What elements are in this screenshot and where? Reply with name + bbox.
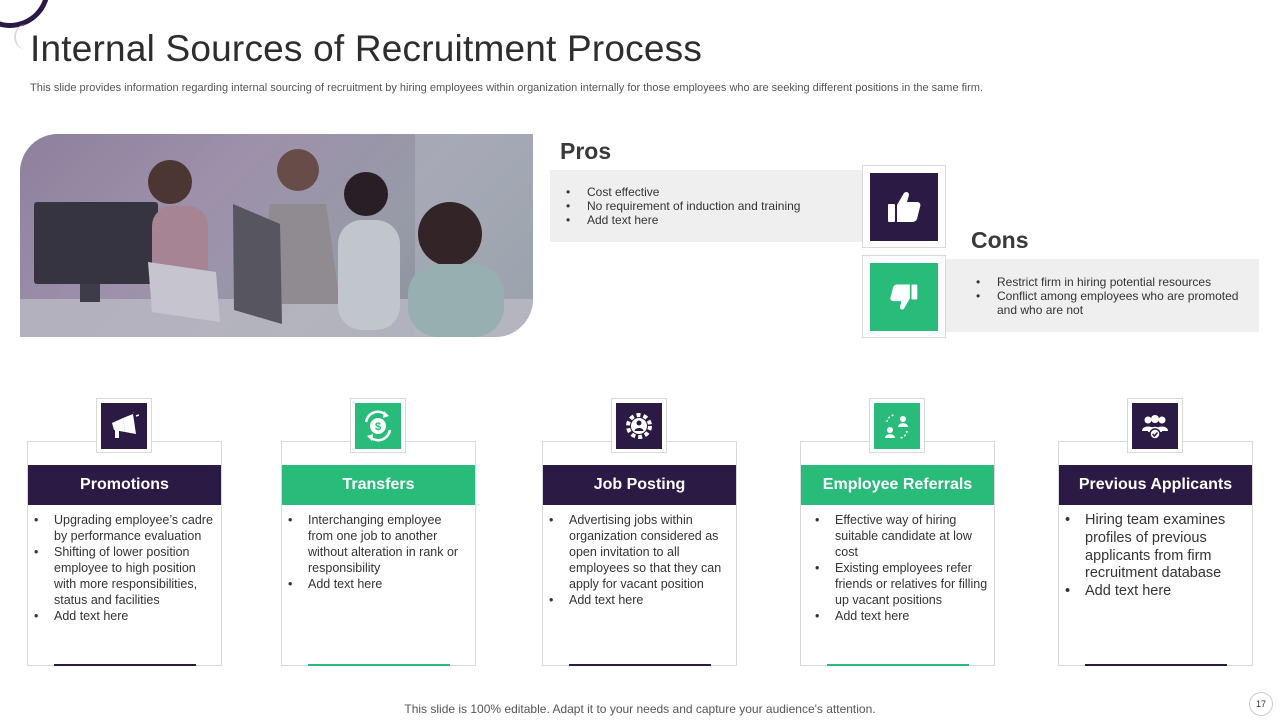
pros-item: Add text here [566,213,862,227]
referrals-icon-frame [869,398,925,453]
promotions-icon-frame [96,398,152,453]
slide-subtitle: This slide provides information regardin… [30,82,983,94]
page-number: 17 [1249,692,1273,716]
slide-footer: This slide is 100% editable. Adapt it to… [404,702,876,716]
gear-person-icon [616,403,662,449]
card-promotions: Promotions Upgrading employee’s cadre by… [27,441,222,666]
thumbs-down-icon [870,263,938,331]
card-title: Transfers [282,465,475,505]
card-underline [54,664,196,666]
referral-icon [874,403,920,449]
team-photo [20,134,533,337]
card-item: Interchanging employee from one job to a… [288,512,469,576]
card-body: Interchanging employee from one job to a… [288,512,469,592]
corner-decoration-arc [14,24,28,50]
cons-icon-frame [862,255,946,338]
card-item: Add text here [1065,583,1246,601]
pros-panel: Cost effective No requirement of inducti… [550,170,862,242]
svg-text:$: $ [375,421,381,433]
cons-item: Restrict firm in hiring potential resour… [976,275,1259,289]
pros-item: Cost effective [566,185,862,199]
slide-title: Internal Sources of Recruitment Process [30,28,703,69]
pros-title: Pros [560,138,612,164]
team-check-icon [1132,403,1178,449]
card-item: Upgrading employee’s cadre by performanc… [34,512,215,544]
pros-item: No requirement of induction and training [566,199,862,213]
card-body: Hiring team examines profiles of previou… [1065,512,1246,601]
card-item: Effective way of hiring suitable candida… [815,512,988,560]
card-item: Add text here [549,592,730,608]
card-title: Employee Referrals [801,465,994,505]
job-posting-icon-frame [611,398,667,453]
card-title: Previous Applicants [1059,465,1252,505]
card-item: Add text here [288,576,469,592]
card-employee-referrals: Employee Referrals Effective way of hiri… [800,441,995,666]
card-item: Advertising jobs within organization con… [549,512,730,592]
cons-item: Conflict among employees who are promote… [976,289,1259,317]
card-body: Effective way of hiring suitable candida… [807,512,988,624]
dollar-exchange-icon: $ [355,403,401,449]
card-item: Add text here [34,608,215,624]
card-item: Hiring team examines profiles of previou… [1065,512,1246,583]
card-title: Job Posting [543,465,736,505]
cons-panel: Restrict firm in hiring potential resour… [946,259,1259,332]
card-underline [1085,664,1227,666]
card-underline [308,664,450,666]
pros-icon-frame [862,165,946,248]
card-previous-applicants: Previous Applicants Hiring team examines… [1058,441,1253,666]
thumbs-up-icon [870,173,938,241]
card-job-posting: Job Posting Advertising jobs within orga… [542,441,737,666]
card-item: Existing employees refer friends or rela… [815,560,988,608]
previous-applicants-icon-frame [1127,398,1183,453]
card-title: Promotions [28,465,221,505]
card-body: Advertising jobs within organization con… [549,512,730,608]
megaphone-icon [101,403,147,449]
card-underline [569,664,711,666]
cons-title: Cons [971,227,1029,253]
card-item: Add text here [815,608,988,624]
card-transfers: Transfers Interchanging employee from on… [281,441,476,666]
card-underline [827,664,969,666]
card-body: Upgrading employee’s cadre by performanc… [34,512,215,624]
card-item: Shifting of lower position employee to h… [34,544,215,608]
transfers-icon-frame: $ [350,398,406,453]
